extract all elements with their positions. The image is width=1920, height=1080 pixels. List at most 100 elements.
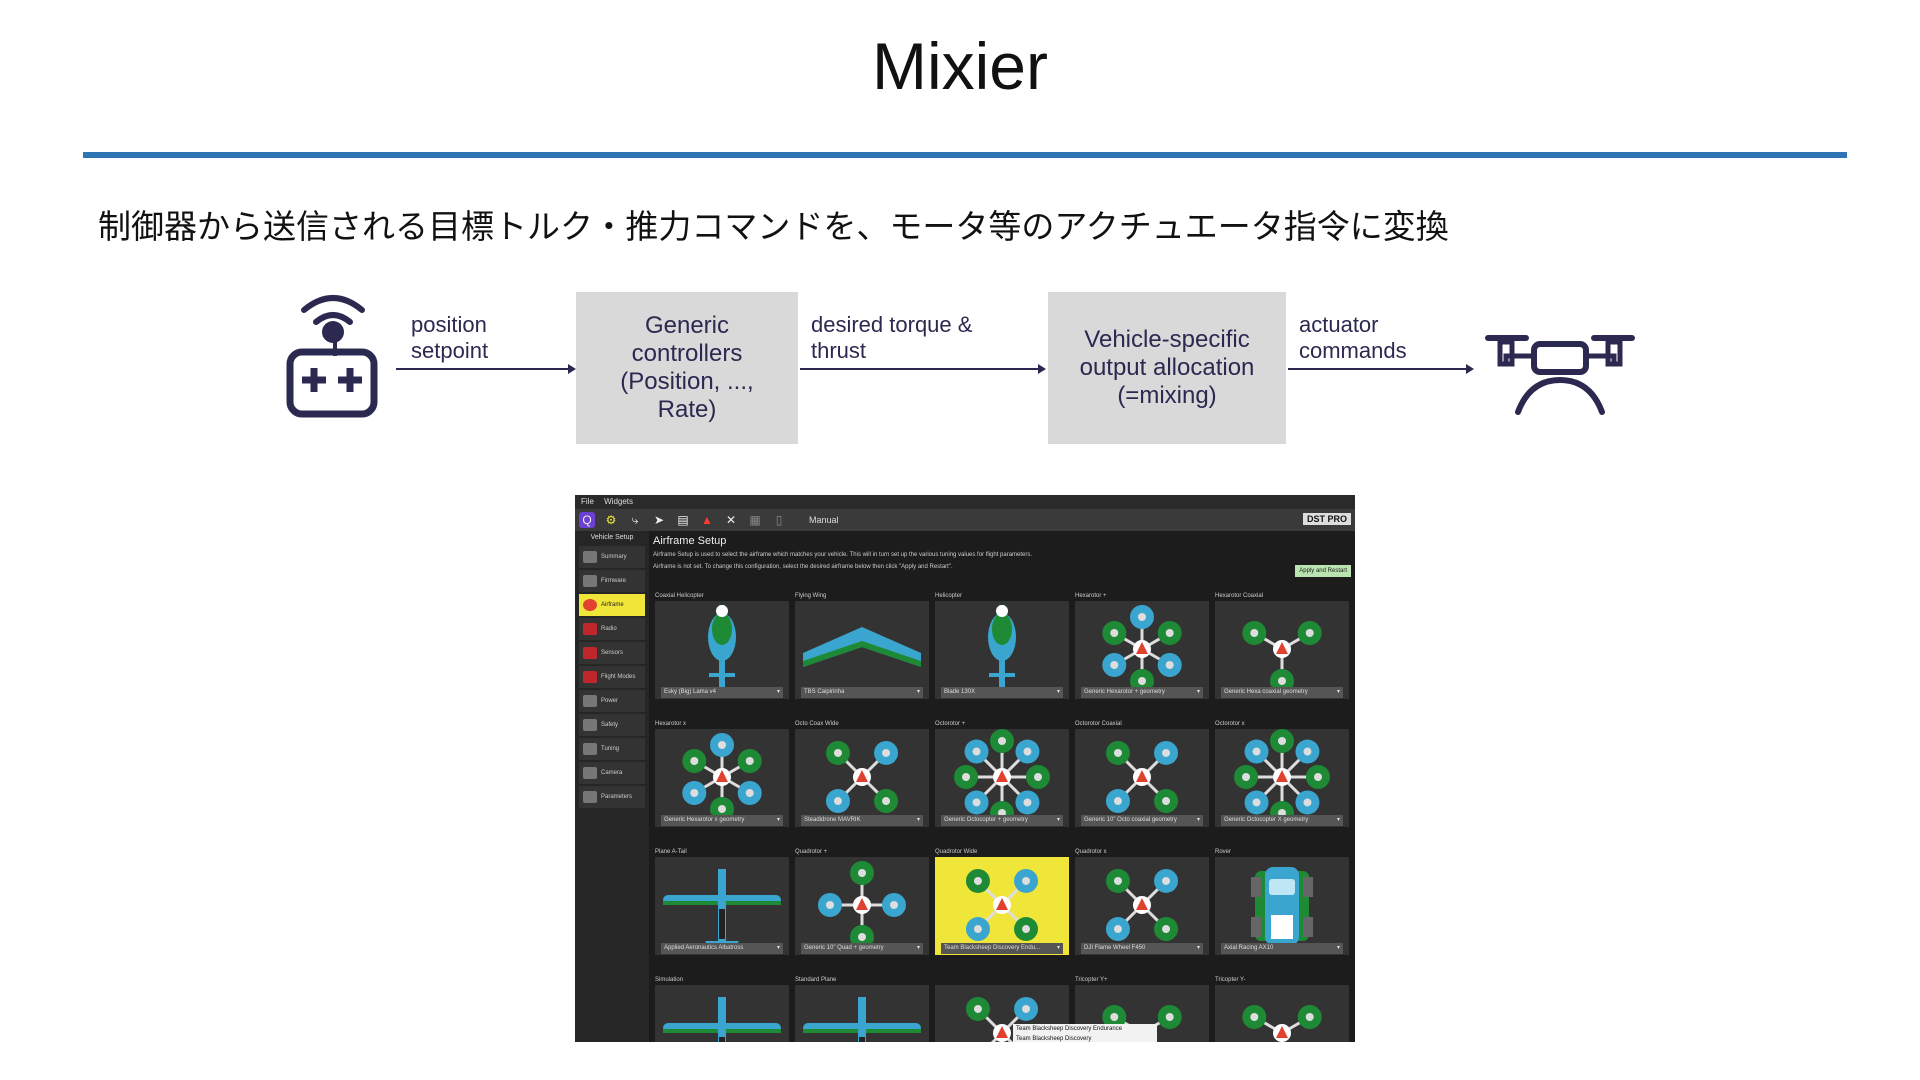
sidebar-item-sensors[interactable]: Sensors [579,642,645,664]
airframe-model-select[interactable]: TBS Caipirinha [801,687,923,698]
sidebar-item-summary[interactable]: Summary [579,546,645,568]
airframe-card-label: Standard Plane [793,975,933,985]
qgc-app-icon[interactable]: Q [579,512,595,528]
plane-airframe-icon[interactable] [655,985,789,1042]
airframe-model-select[interactable]: Steadidrone MAVRIK [801,815,923,826]
plan-route-icon[interactable]: ⤷ [627,512,643,528]
dropdown-option[interactable]: Team Blacksheep Discovery Endurance [1013,1024,1157,1034]
sidebar-item-radio[interactable]: Radio [579,618,645,640]
flow-label-torque-thrust: desired torque &thrust [811,312,972,364]
airframe-model-select[interactable]: DJI Flame Wheel F450 [1081,943,1203,954]
sidebar-item-camera[interactable]: Camera [579,762,645,784]
airframe-card-label: Octo Coax Wide [793,719,933,729]
menu-file[interactable]: File [581,497,594,506]
sidebar-item-airframe[interactable]: Airframe [579,594,645,616]
flight-modes-icon [583,671,597,683]
plane-airframe-icon[interactable] [655,857,789,955]
hex-airframe-icon[interactable] [1075,601,1209,699]
airframe-model-select[interactable]: Generic Hexarotor + geometry [1081,687,1203,698]
airframe-card-label: Helicopter [933,591,1073,601]
quadplus-airframe-icon[interactable] [795,857,929,955]
battery-icon: ▯ [771,512,787,528]
flow-arrow-3 [1288,368,1472,370]
octo-airframe-icon[interactable] [935,729,1069,827]
tri-airframe-icon[interactable] [1215,985,1349,1042]
airframe-card[interactable]: Quadrotor +Generic 10" Quad + geometry [793,847,933,975]
sidebar-item-firmware[interactable]: Firmware [579,570,645,592]
menu-widgets[interactable]: Widgets [604,497,633,506]
warning-icon[interactable]: ▲ [699,512,715,528]
airframe-model-select[interactable]: Applied Aeronautics Albatross [661,943,783,954]
parameters-icon [583,791,597,803]
airframe-card-label: Octorotor + [933,719,1073,729]
airframe-card[interactable]: Quadrotor x DJI Flame Wheel F450 [1073,847,1213,975]
page-description-1: Airframe Setup is used to select the air… [653,549,1355,561]
airframe-card-label: Quadrotor x [1073,847,1213,857]
airframe-card[interactable]: Tricopter Y- [1213,975,1353,1042]
airframe-model-select[interactable]: Axial Racing AX10 [1221,943,1343,954]
sidebar-item-tuning[interactable]: Tuning [579,738,645,760]
airframe-card[interactable]: Standard Plane [793,975,933,1042]
sidebar-item-power[interactable]: Power [579,690,645,712]
helicopter-airframe-icon[interactable] [935,601,1069,699]
drone-icon [1482,330,1638,416]
helicopter-airframe-icon[interactable] [655,601,789,699]
camera-icon [583,767,597,779]
tri-airframe-icon[interactable] [1215,601,1349,699]
quadx-airframe-icon[interactable] [1075,857,1209,955]
airframe-model-select[interactable]: Blade 130X [941,687,1063,698]
hex-airframe-icon[interactable] [655,729,789,827]
plane-airframe-icon[interactable] [795,985,929,1042]
rover-airframe-icon[interactable] [1215,857,1349,955]
airframe-model-select[interactable]: Generic Octocopter X geometry [1221,815,1343,826]
generic-controllers-box: Genericcontrollers(Position, ...,Rate) [576,292,798,444]
airframe-card-label: Octorotor Coaxial [1073,719,1213,729]
airframe-card-label: Coaxial Helicopter [653,591,793,601]
page-title: Airframe Setup [653,531,1355,549]
airframe-card[interactable]: Octorotor + Generic Octocopter + geometry [933,719,1073,847]
airframe-grid: Coaxial HelicopterEsky (Big) Lama v4Flyi… [653,591,1353,1042]
quadx-airframe-icon[interactable] [935,857,1069,955]
airframe-card-label: Simulation [653,975,793,985]
summary-icon [583,551,597,563]
sidebar-item-parameters[interactable]: Parameters [579,786,645,808]
airframe-model-select[interactable]: Generic Octocopter + geometry [941,815,1063,826]
analyze-doc-icon[interactable]: ▤ [675,512,691,528]
airframe-card[interactable]: Hexarotor + Generic Hexarotor + geometry [1073,591,1213,719]
wing-airframe-icon[interactable] [795,601,929,699]
sidebar-item-safety[interactable]: Safety [579,714,645,736]
vehicle-setup-sidebar: Vehicle Setup Summary Firmware Airframe … [575,531,649,1042]
fly-send-icon[interactable]: ➤ [651,512,667,528]
airframe-card-label: Hexarotor + [1073,591,1213,601]
airframe-card[interactable]: Hexarotor x Generic Hexarotor x geometry [653,719,793,847]
apply-and-restart-button[interactable]: Apply and Restart [1295,565,1351,577]
airframe-model-select[interactable]: Generic 10" Quad + geometry [801,943,923,954]
dropdown-option[interactable]: Team Blacksheep Discovery [1013,1034,1157,1042]
airframe-model-select[interactable]: Team Blacksheep Discovery Endu... [941,943,1063,954]
flight-mode-label[interactable]: Manual [809,515,839,525]
sidebar-item-flight-modes[interactable]: Flight Modes [579,666,645,688]
airframe-card[interactable]: Simulation [653,975,793,1042]
quadx-airframe-icon[interactable] [795,729,929,827]
airframe-model-select[interactable]: Generic Hexa coaxial geometry [1221,687,1343,698]
airframe-card-label: Quadrotor Wide [933,847,1073,857]
octo-airframe-icon[interactable] [1215,729,1349,827]
quadx-airframe-icon[interactable] [1075,729,1209,827]
airframe-model-select[interactable]: Generic 10" Octo coaxial geometry [1081,815,1203,826]
settings-gear-icon[interactable]: ⚙ [603,512,619,528]
airframe-model-select[interactable]: Generic Hexarotor x geometry [661,815,783,826]
airframe-card-label: Hexarotor x [653,719,793,729]
safety-icon [583,719,597,731]
airframe-model-select[interactable]: Esky (Big) Lama v4 [661,687,783,698]
